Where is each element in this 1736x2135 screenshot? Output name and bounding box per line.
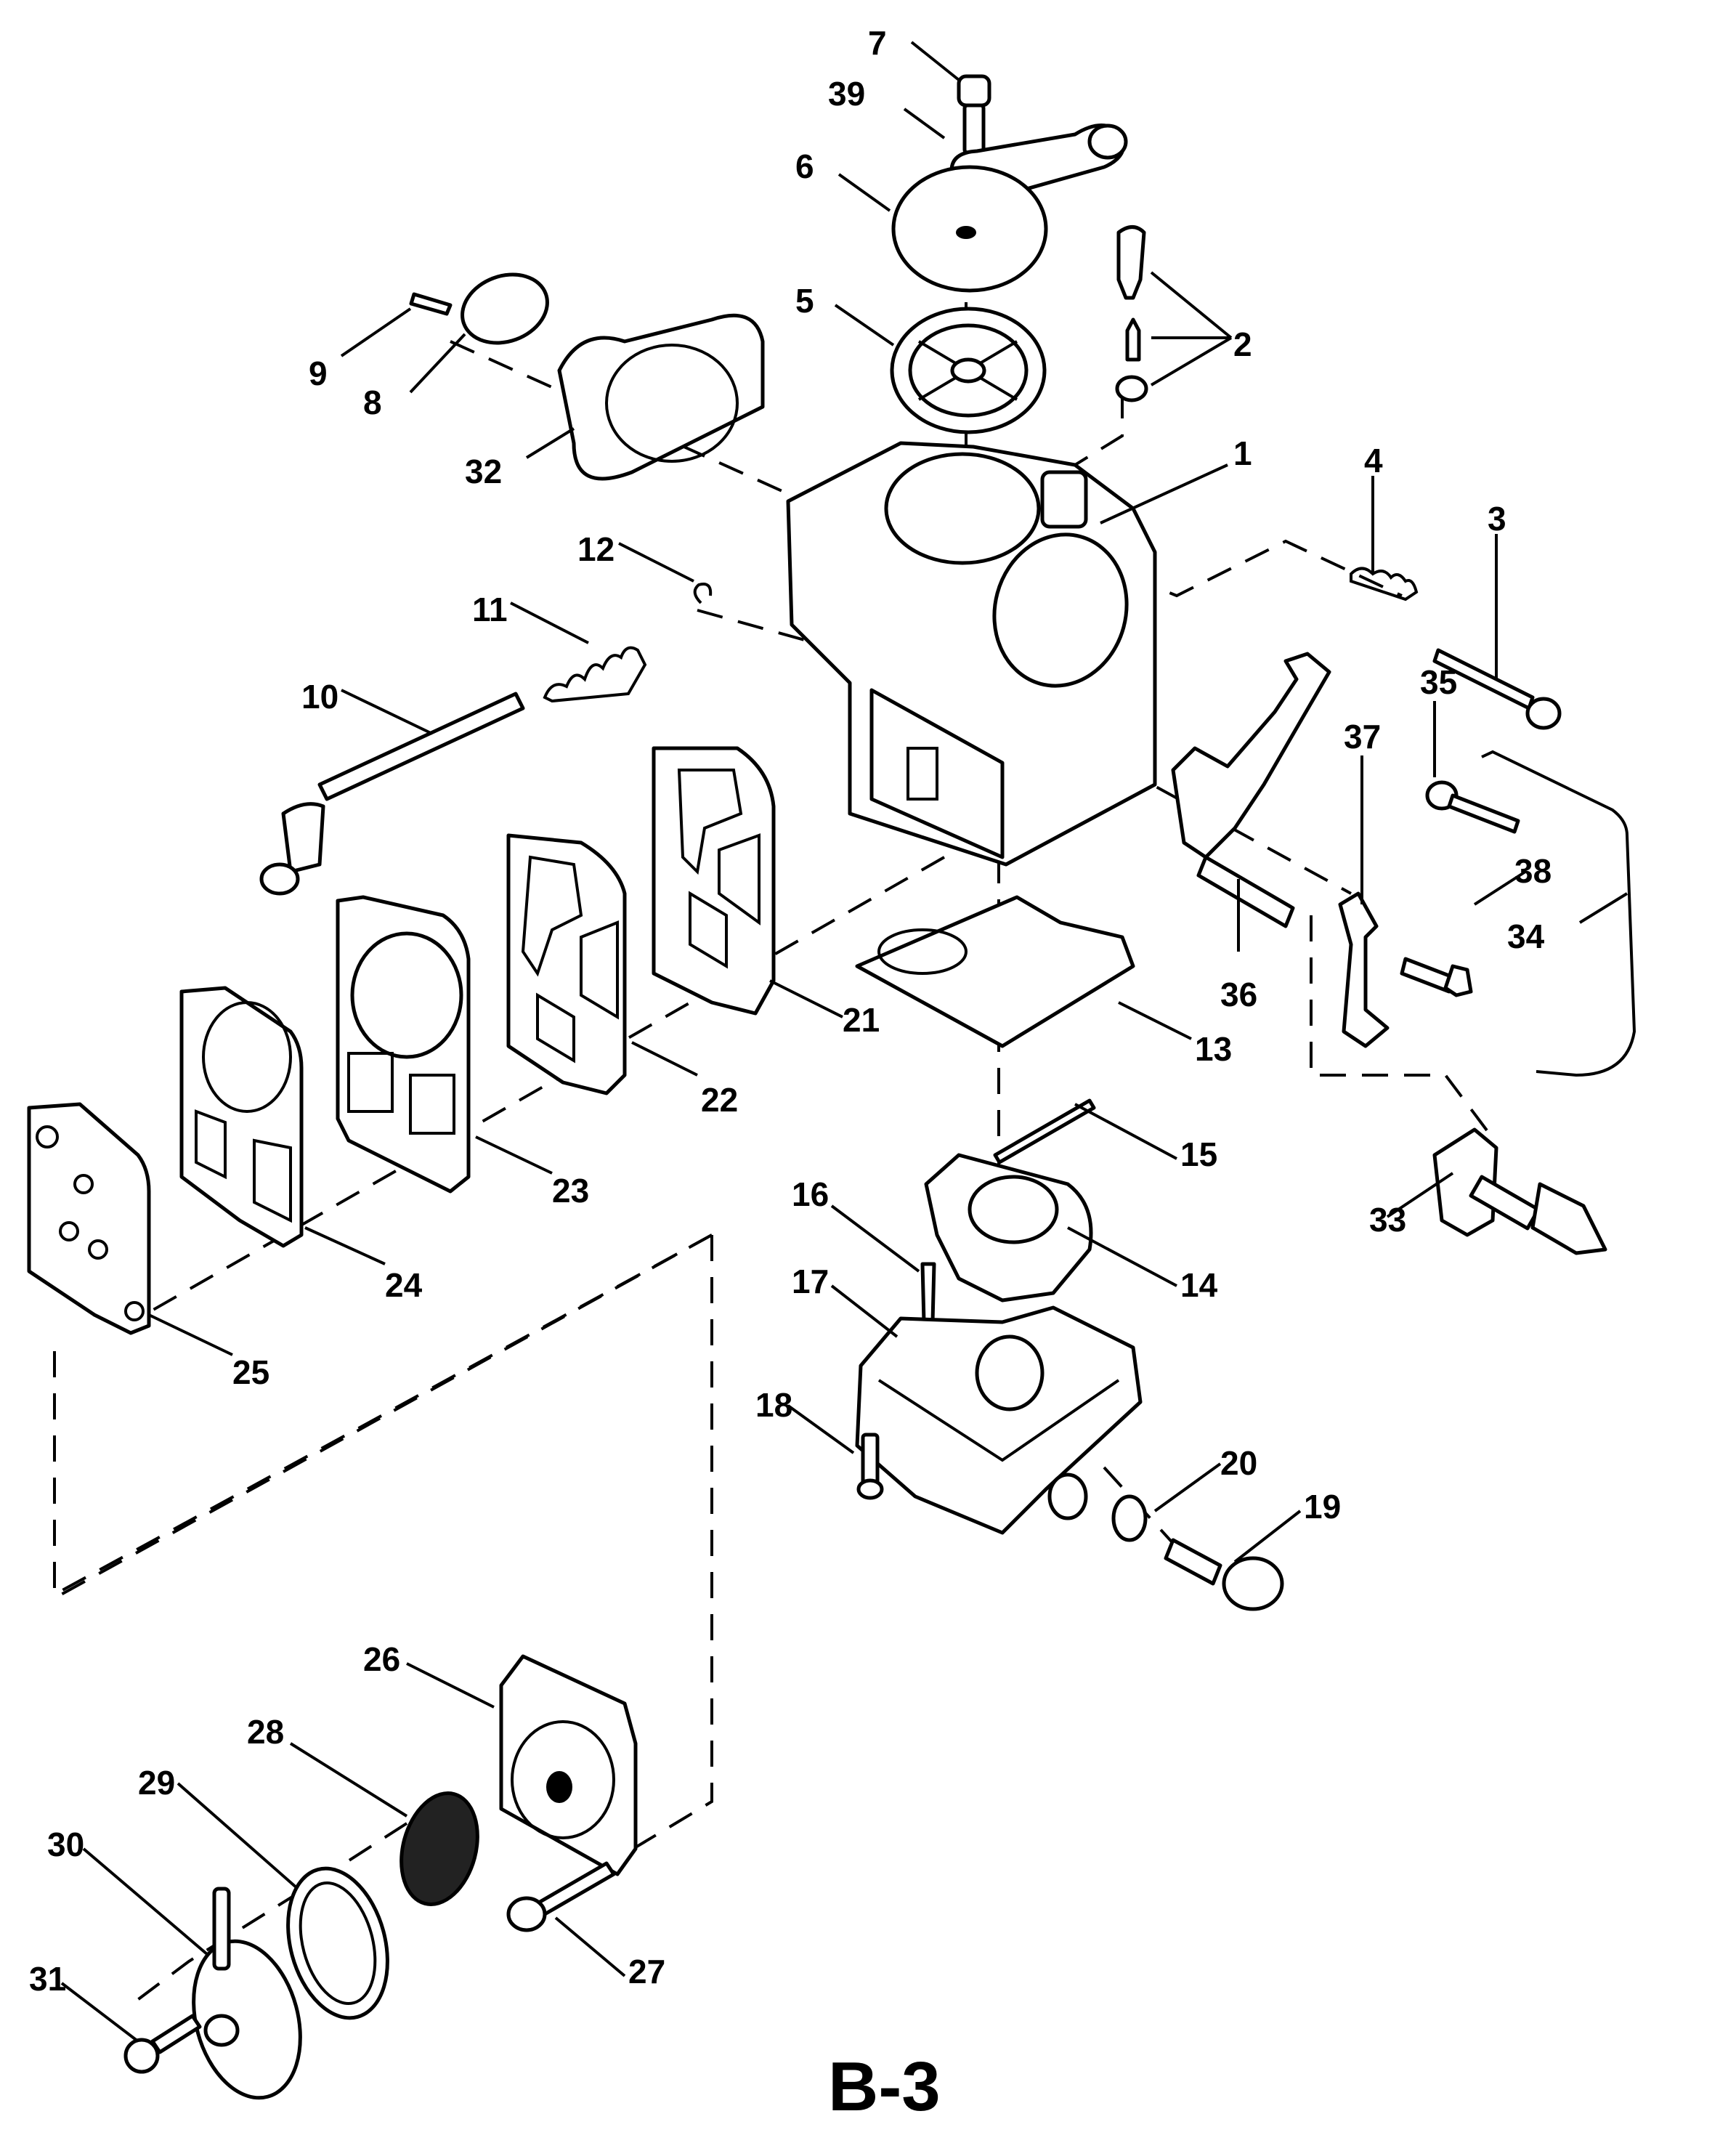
- part-38-screw: [1400, 957, 1473, 997]
- label-4: 4: [1364, 442, 1383, 479]
- label-27: 27: [628, 1953, 665, 1990]
- label-5: 5: [795, 282, 814, 320]
- label-1: 1: [1233, 434, 1252, 472]
- part-7-screw: [957, 74, 991, 155]
- part-6-disc: [891, 165, 1048, 293]
- part-28-screen: [399, 1791, 479, 1906]
- label-20: 20: [1220, 1444, 1257, 1482]
- part-2-jet-set: [1115, 225, 1148, 402]
- figure-id: B-3: [828, 2048, 941, 2126]
- part-19-drain-screw: [1164, 1538, 1284, 1611]
- part-24-gasket: [179, 986, 304, 1248]
- part-4-spring: [1350, 567, 1419, 601]
- label-12: 12: [577, 530, 615, 568]
- label-29: 29: [138, 1764, 175, 1802]
- part-25-plate: [27, 1102, 151, 1335]
- label-25: 25: [232, 1353, 269, 1391]
- part-21-gasket: [652, 746, 776, 1016]
- part-23-diaphragm-plate: [336, 895, 471, 1194]
- label-39: 39: [828, 75, 865, 113]
- label-13: 13: [1195, 1030, 1232, 1068]
- part-12-clip: [693, 583, 713, 604]
- label-10: 10: [301, 678, 338, 716]
- part-18-screw: [856, 1433, 884, 1500]
- part-3-mixture-screw: [1432, 648, 1562, 730]
- part-labels: 1 2 3 4 5 6 7 8 9 10 11 12 13 14 15 16 1…: [29, 24, 1552, 1998]
- label-30: 30: [47, 1826, 84, 1863]
- label-11: 11: [472, 591, 508, 628]
- label-32: 32: [465, 453, 502, 490]
- part-29-gasket-ring: [286, 1866, 389, 2020]
- label-33: 33: [1369, 1201, 1406, 1239]
- part-35-link: [1425, 780, 1520, 834]
- label-2: 2: [1233, 325, 1252, 363]
- label-23: 23: [552, 1172, 589, 1210]
- part-31-screw: [123, 2014, 202, 2074]
- part-30-valve: [192, 1887, 302, 2100]
- part-26-pump-cover: [499, 1654, 638, 1876]
- part-8-plate: [461, 272, 549, 345]
- part-36-throttle-lever: [1171, 652, 1331, 928]
- part-11-spring: [543, 646, 647, 703]
- label-6: 6: [795, 147, 814, 185]
- part-22-gasket: [506, 833, 627, 1095]
- part-1-carburetor-body: [786, 441, 1157, 867]
- label-28: 28: [247, 1713, 284, 1751]
- label-24: 24: [385, 1266, 423, 1304]
- label-18: 18: [755, 1386, 792, 1424]
- label-26: 26: [363, 1640, 400, 1678]
- label-3: 3: [1488, 500, 1506, 538]
- label-14: 14: [1180, 1266, 1218, 1304]
- label-19: 19: [1304, 1488, 1341, 1526]
- label-36: 36: [1220, 976, 1257, 1013]
- part-20-washer: [1111, 1494, 1148, 1542]
- part-32-gasket: [557, 313, 765, 481]
- label-37: 37: [1344, 718, 1381, 755]
- label-22: 22: [701, 1081, 738, 1119]
- leader-lines: [60, 41, 1628, 2043]
- label-16: 16: [792, 1175, 829, 1213]
- part-9-screw: [409, 292, 453, 316]
- part-27-screw: [506, 1861, 616, 1932]
- label-35: 35: [1420, 663, 1457, 701]
- label-15: 15: [1180, 1135, 1217, 1173]
- label-31: 31: [29, 1960, 66, 1998]
- label-9: 9: [309, 355, 328, 392]
- label-8: 8: [363, 384, 382, 421]
- part-15-pin: [993, 1098, 1096, 1164]
- part-17-float-bowl: [855, 1305, 1143, 1535]
- part-14-float: [924, 1153, 1093, 1303]
- part-13-gasket: [855, 895, 1135, 1048]
- part-37-lever: [1338, 891, 1390, 1048]
- part-10-throttle-shaft: [259, 692, 525, 896]
- label-17: 17: [792, 1263, 829, 1300]
- label-7: 7: [868, 24, 887, 62]
- label-38: 38: [1514, 852, 1552, 890]
- label-21: 21: [843, 1001, 880, 1039]
- label-34: 34: [1507, 917, 1545, 955]
- part-5-wheel: [890, 307, 1047, 434]
- part-33-knob: [1432, 1127, 1607, 1255]
- part-34-wire-link: [1481, 750, 1636, 1077]
